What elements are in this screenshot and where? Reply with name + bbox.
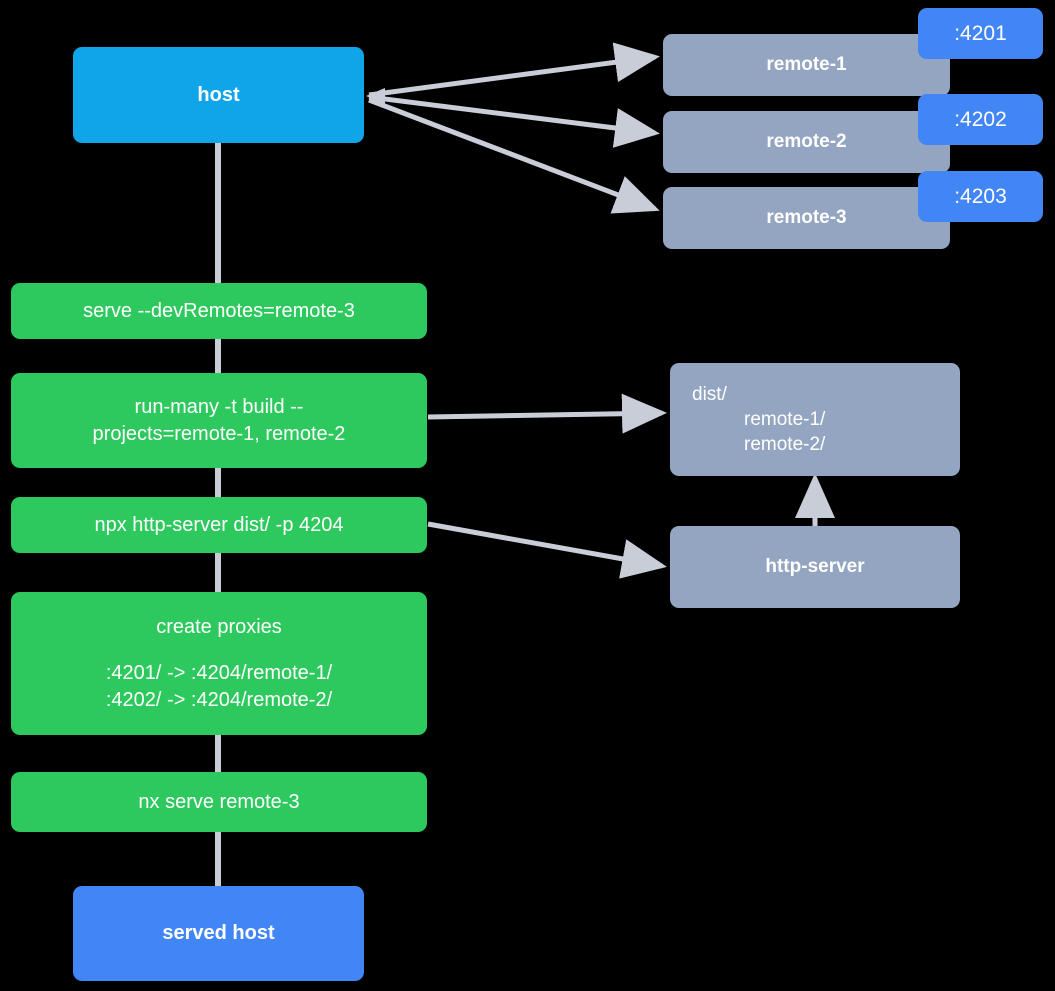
command-run-many-line-1: run-many -t build -- [134,396,304,419]
command-create-proxies-title: create proxies [156,615,282,638]
badge-remote-3-port: :4203 [918,171,1043,222]
badge-remote-2-port: :4202 [918,94,1043,145]
dist-folder-line-2: remote-1/ [744,408,826,430]
badge-remote-1-port-label: :4201 [954,21,1007,45]
edge-host-to-remote-1 [368,42,660,98]
node-command-run-many[interactable]: run-many -t build -- projects=remote-1, … [11,373,427,468]
command-nx-serve-remote-3-label: nx serve remote-3 [138,790,300,813]
node-command-create-proxies[interactable]: create proxies :4201/ -> :4204/remote-1/… [11,592,427,735]
node-remote-2[interactable]: remote-2 [663,111,950,173]
node-http-server-label: http-server [765,556,865,578]
command-create-proxies-mapping-2: :4202/ -> :4204/remote-2/ [105,688,333,711]
badge-remote-1-port: :4201 [918,8,1043,59]
edge-npx-to-http-server [427,521,667,579]
node-remote-1[interactable]: remote-1 [663,34,950,96]
command-serve-devremotes-label: serve --devRemotes=remote-3 [83,299,355,322]
badge-remote-3-port-label: :4203 [954,184,1007,208]
command-create-proxies-mapping-1: :4201/ -> :4204/remote-1/ [105,662,333,685]
node-host-label: host [197,83,240,106]
node-served-host-label: served host [162,922,275,945]
dist-folder-line-3: remote-2/ [744,434,826,456]
node-command-npx-http-server[interactable]: npx http-server dist/ -p 4204 [11,497,427,553]
edge-host-to-remote-2 [368,94,660,148]
node-remote-3[interactable]: remote-3 [663,187,950,249]
edge-host-to-remote-3 [368,97,660,214]
badge-remote-2-port-label: :4202 [954,107,1007,131]
node-dist-folder[interactable]: dist/ remote-1/ remote-2/ [670,363,960,476]
dist-folder-line-1: dist/ [692,383,727,405]
node-http-server[interactable]: http-server [670,526,960,608]
node-remote-1-label: remote-1 [766,54,847,76]
edge-remotes-to-host-arrowhead [366,88,385,104]
node-remote-3-label: remote-3 [766,207,847,229]
node-command-serve-devremotes[interactable]: serve --devRemotes=remote-3 [11,283,427,339]
node-served-host[interactable]: served host [73,886,364,981]
node-host[interactable]: host [73,47,364,143]
node-remote-2-label: remote-2 [766,131,847,153]
node-command-nx-serve-remote-3[interactable]: nx serve remote-3 [11,772,427,832]
edge-run-many-to-dist [427,393,667,434]
command-run-many-line-2: projects=remote-1, remote-2 [92,422,346,445]
command-npx-http-server-label: npx http-server dist/ -p 4204 [94,513,344,536]
